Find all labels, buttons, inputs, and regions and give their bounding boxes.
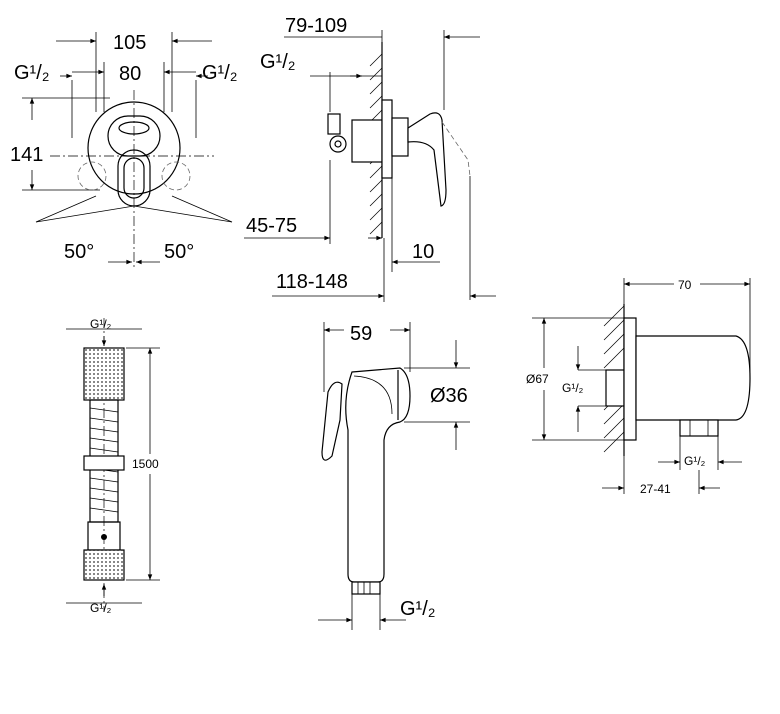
wall-elbow: 70 Ø67 G¹/₂ G¹/₂ 27-41 [526,278,751,496]
mixer-front-view: 105 80 G¹/₂ G¹/₂ 141 50° 5 [10,32,238,268]
mixer-thread-right-label: G¹/₂ [202,62,238,84]
mixer-side-view: 79-109 G¹/₂ 45-75 10 118-148 [244,15,496,302]
dim-118-148-label: 118-148 [276,271,348,293]
elbow-flange [623,317,637,441]
spray-head [345,367,411,583]
mixer-escutcheon [87,101,181,195]
dim-59-label: 59 [350,323,372,345]
side-handle [407,112,447,207]
elbow-body [635,335,751,421]
hose-thread-top-label: G¹/₂ [90,317,112,331]
angle-right-label: 50° [164,241,194,263]
angle-left-label: 50° [64,241,94,263]
mixer-thread-left-label: G¹/₂ [14,62,50,84]
hose-thread-bottom-label: G¹/₂ [90,601,112,615]
dim-70-label: 70 [678,278,692,292]
hose-bottom-nut [83,549,125,581]
mixer-handle [107,115,161,157]
spray-thread-label: G¹/₂ [400,598,436,620]
dim-10-label: 10 [412,241,434,263]
dim-105-label: 105 [113,32,146,54]
dim-45-75-label: 45-75 [246,215,297,237]
shower-hose: G¹/₂ G¹/₂ 1500 [66,317,160,615]
dim-27-41-label: 27-41 [640,482,671,496]
dim-141-label: 141 [10,144,43,166]
elbow-thread-out-label: G¹/₂ [684,454,706,468]
spray-trigger [321,381,343,461]
dim-80-label: 80 [119,63,141,85]
dim-67-label: Ø67 [526,372,549,386]
elbow-thread-in-label: G¹/₂ [562,381,584,395]
dim-79-109-label: 79-109 [285,15,347,37]
dim-36-label: Ø36 [430,385,468,407]
dim-1500-label: 1500 [132,457,159,471]
hose-top-nut [83,347,125,401]
side-thread-label: G¹/₂ [260,51,296,73]
hand-spray: 59 Ø36 G¹/₂ [318,322,470,630]
